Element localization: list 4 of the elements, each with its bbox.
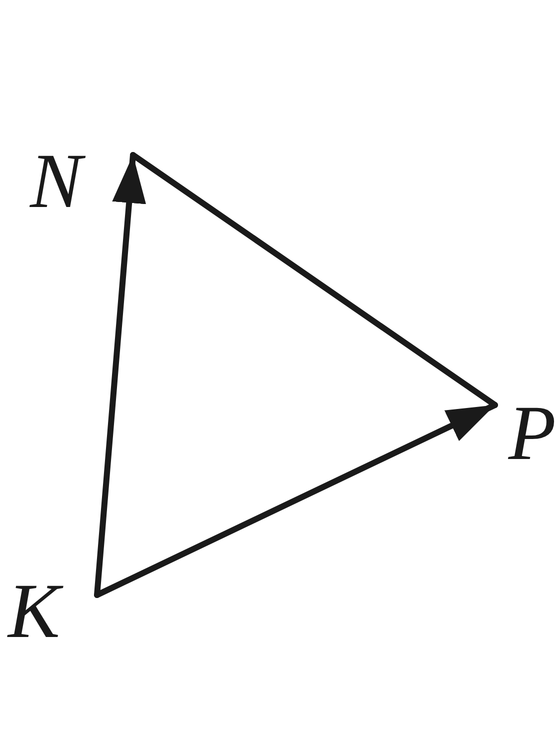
point-label: K bbox=[8, 580, 98, 646]
point-label: P bbox=[495, 402, 556, 464]
arrow bbox=[94, 402, 498, 598]
point-label: N bbox=[30, 150, 134, 212]
